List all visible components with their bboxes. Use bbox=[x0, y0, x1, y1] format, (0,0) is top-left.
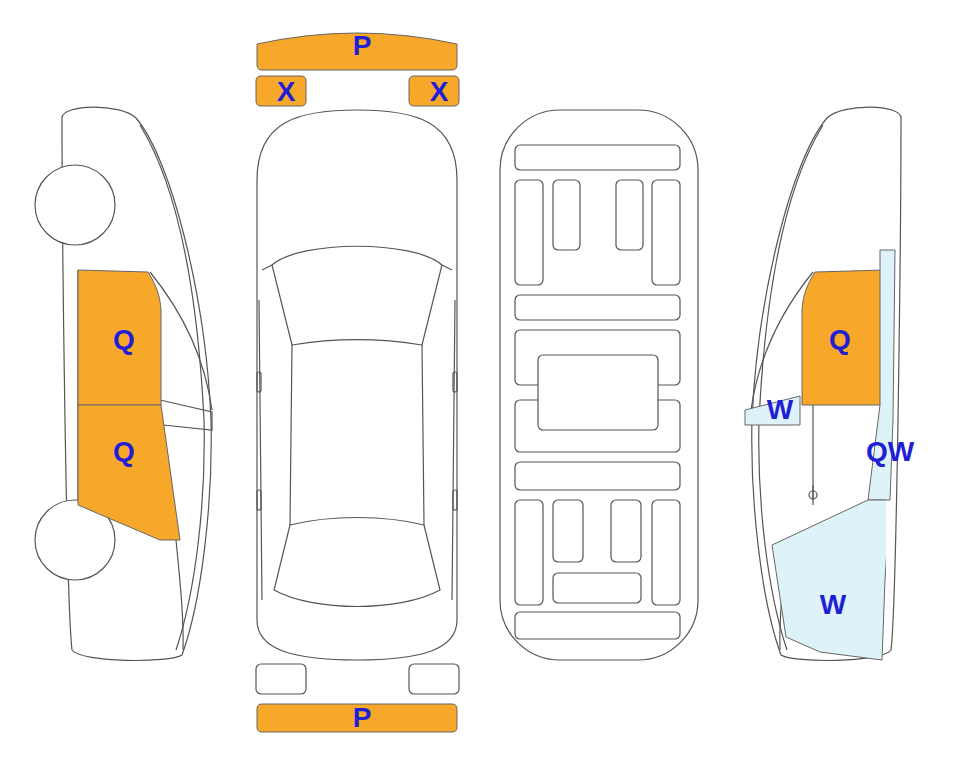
panel-fill bbox=[802, 270, 885, 405]
panel-fill bbox=[257, 704, 457, 732]
damage-panel: Q bbox=[76, 268, 164, 408]
damage-code: X bbox=[277, 78, 296, 106]
panel-fill bbox=[409, 76, 459, 106]
damage-code: QW bbox=[866, 438, 914, 466]
damage-panel: P bbox=[255, 28, 459, 72]
panel-fill bbox=[256, 76, 306, 106]
damage-code: Q bbox=[829, 326, 851, 354]
panel-fill bbox=[772, 500, 886, 660]
damage-panel: W bbox=[768, 498, 886, 662]
left-side-car bbox=[35, 107, 212, 660]
panel-fill bbox=[257, 33, 457, 70]
damage-panel: X bbox=[408, 74, 462, 108]
panel-fill bbox=[78, 405, 180, 540]
damage-panel: Q bbox=[76, 403, 182, 543]
damage-panel: W bbox=[743, 392, 803, 428]
panel-shape bbox=[76, 403, 182, 543]
top-view-car bbox=[256, 110, 459, 694]
damage-panel: P bbox=[255, 702, 459, 734]
damage-code: P bbox=[353, 32, 372, 60]
damage-code: Q bbox=[113, 326, 135, 354]
damage-code: W bbox=[820, 591, 846, 619]
damage-panel: Q bbox=[799, 268, 887, 408]
underbody-view bbox=[500, 110, 698, 660]
damage-code: P bbox=[353, 704, 372, 732]
damage-code: X bbox=[430, 78, 449, 106]
damage-code: W bbox=[767, 396, 793, 424]
right-side-car bbox=[751, 107, 901, 660]
damage-panel: QW bbox=[866, 248, 898, 502]
panel-shape bbox=[768, 498, 886, 662]
panel-fill bbox=[78, 270, 161, 405]
damage-code: Q bbox=[113, 438, 135, 466]
panel-fill bbox=[745, 396, 800, 425]
damage-panel: X bbox=[255, 74, 309, 108]
